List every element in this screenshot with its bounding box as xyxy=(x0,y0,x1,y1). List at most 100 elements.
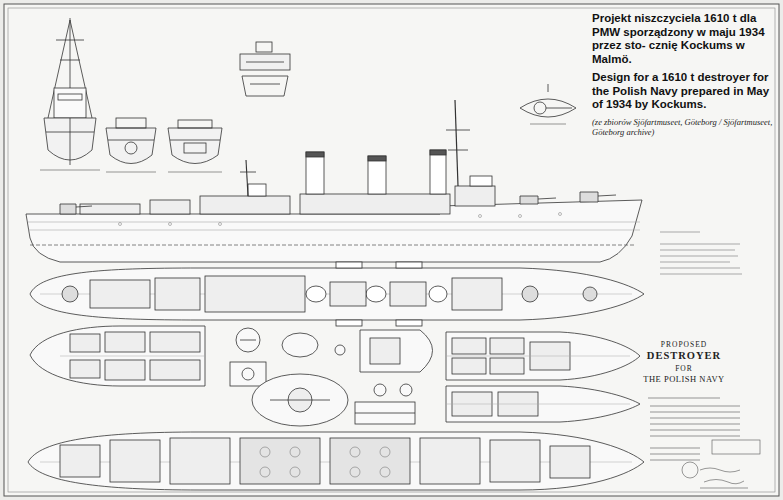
title-block xyxy=(700,488,748,489)
side-profile xyxy=(446,130,470,131)
section-views xyxy=(184,143,206,153)
detail-plans xyxy=(236,328,260,352)
title-block xyxy=(650,448,700,449)
side-profile xyxy=(119,213,562,226)
title-block xyxy=(700,468,740,472)
upper-deck-plan xyxy=(30,262,644,326)
side-profile xyxy=(559,213,562,216)
section-views xyxy=(106,118,222,172)
side-profile xyxy=(470,176,492,186)
front-elevation xyxy=(70,118,71,165)
title-block-label: FOR xyxy=(673,364,695,373)
section-views xyxy=(108,140,154,141)
title-block-label: PROPOSED xyxy=(659,340,709,349)
detail-plans xyxy=(360,330,433,372)
detail-plans xyxy=(242,368,254,380)
notes-lines xyxy=(660,244,740,245)
side-profile xyxy=(28,230,640,231)
detail-plans xyxy=(282,333,318,357)
hold-plan xyxy=(260,467,270,477)
section-views xyxy=(116,118,146,128)
detail-plans xyxy=(230,328,433,426)
hold-plan xyxy=(420,438,480,484)
hold-plan xyxy=(380,447,390,457)
notes-lines xyxy=(660,232,700,233)
upper-deck-plan xyxy=(306,286,326,302)
title-block xyxy=(704,480,744,484)
side-profile xyxy=(150,200,190,214)
side-profile xyxy=(580,192,598,202)
deck-plans-forward xyxy=(452,358,486,374)
upper-deck-plan xyxy=(452,278,502,310)
title-block xyxy=(648,398,720,399)
source-note: (ze zbiorów Sjöfartmuseet, Göteborg / Sj… xyxy=(592,117,775,137)
small-detail-views xyxy=(240,42,290,96)
front-elevation xyxy=(56,40,84,41)
title-block xyxy=(650,430,740,431)
notes-lines xyxy=(660,232,742,274)
notes-lines xyxy=(660,256,738,257)
section-views xyxy=(168,128,222,164)
upper-deck-plan xyxy=(390,282,426,306)
hold-plan xyxy=(240,438,320,484)
lower-deck-aft xyxy=(30,326,205,386)
title-block xyxy=(682,462,698,478)
lower-deck-aft xyxy=(150,332,200,352)
section-views xyxy=(125,142,137,154)
side-profile xyxy=(538,198,556,199)
lower-deck-aft xyxy=(30,326,205,386)
hold-plan xyxy=(350,447,360,457)
side-profile xyxy=(60,204,76,214)
front-elevation xyxy=(58,94,82,100)
detail-plans xyxy=(355,413,415,414)
side-profile xyxy=(368,156,386,194)
section-views xyxy=(170,140,220,141)
detail-plans xyxy=(374,384,386,396)
upper-deck-plan xyxy=(155,278,200,310)
hold-plan xyxy=(28,432,644,490)
small-detail-views xyxy=(246,62,284,63)
title-block xyxy=(712,440,760,454)
lower-deck-aft xyxy=(60,356,205,357)
lower-deck-aft xyxy=(70,360,100,378)
gun-detail xyxy=(530,124,566,125)
small-detail-views xyxy=(250,84,280,85)
side-profile xyxy=(479,215,482,218)
hold-plan xyxy=(330,438,410,484)
side-profile xyxy=(455,100,458,186)
title-block xyxy=(650,412,740,413)
notes-lines xyxy=(660,250,735,251)
lower-deck-aft xyxy=(70,334,100,352)
polish-heading: Projekt niszczyciela 1610 t dla PMW spor… xyxy=(592,12,775,66)
upper-deck-plan xyxy=(62,286,78,302)
gun-detail xyxy=(534,102,546,114)
small-detail-views xyxy=(256,42,272,52)
deck-plans-forward xyxy=(446,386,640,422)
side-profile xyxy=(248,184,266,196)
side-profile xyxy=(306,152,324,157)
title-block xyxy=(650,424,740,425)
hold-plan xyxy=(350,467,360,477)
detail-plans xyxy=(230,362,266,386)
title-block xyxy=(650,436,740,437)
title-block xyxy=(650,460,700,461)
hold-plan xyxy=(60,445,100,477)
gun-detail xyxy=(520,84,576,124)
detail-plans xyxy=(270,400,330,401)
sheet-frame-inner xyxy=(8,8,775,492)
upper-deck-plan xyxy=(205,276,305,312)
upper-deck-plan xyxy=(522,286,538,302)
detail-plans xyxy=(252,374,348,426)
hold-plan xyxy=(290,447,300,457)
small-detail-views xyxy=(240,54,290,70)
side-profile xyxy=(430,150,446,194)
deck-plans-forward xyxy=(452,338,486,354)
side-profile xyxy=(598,195,616,196)
side-profile xyxy=(519,215,522,218)
upper-deck-plan xyxy=(429,286,447,302)
side-profile xyxy=(119,223,122,226)
hold-plan xyxy=(28,432,644,490)
side-profile xyxy=(80,204,140,214)
upper-deck-plan xyxy=(366,286,386,302)
